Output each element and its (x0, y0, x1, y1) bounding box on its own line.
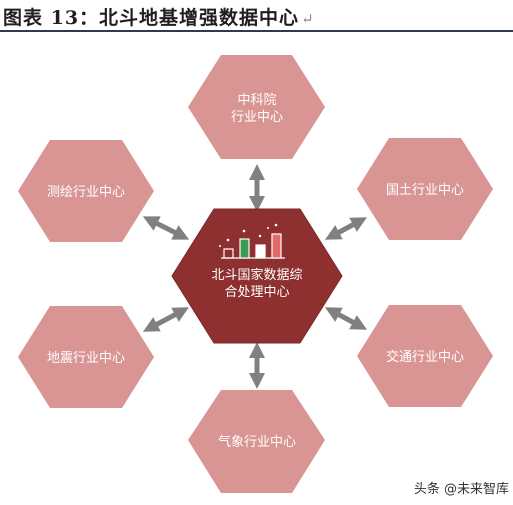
node-top-label-line2: 行业中心 (231, 110, 283, 125)
node-bottom-hexagon (188, 390, 325, 493)
node-center: 北斗国家数据综 合处理中心 (171, 208, 343, 344)
node-top-label-line1: 中科院 (237, 93, 276, 108)
arrow-lower-right (324, 307, 368, 330)
center-label-line2: 合处理中心 (224, 285, 289, 300)
figure-title-text: 图表 13：北斗地基增强数据中心 (3, 7, 300, 29)
connectors (142, 163, 368, 390)
node-upper-left-label: 测绘行业中心 (47, 185, 125, 200)
bar-chart-icon (219, 223, 285, 259)
node-upper-right-label: 国土行业中心 (386, 183, 464, 198)
node-lower-right-hexagon (357, 305, 493, 407)
figure-title: 图表 13：北斗地基增强数据中心↵ (3, 3, 315, 30)
return-mark-icon: ↵ (301, 10, 315, 28)
node-upper-left: 测绘行业中心 (18, 140, 154, 242)
center-hexagon (171, 208, 343, 344)
node-upper-left-hexagon (18, 140, 154, 242)
node-upper-right: 国土行业中心 (357, 138, 493, 240)
node-lower-right: 交通行业中心 (357, 305, 493, 407)
node-lower-left: 地震行业中心 (18, 306, 154, 408)
figure-title-bar: 图表 13：北斗地基增强数据中心↵ (0, 0, 513, 32)
arrow-lower-left (142, 307, 190, 332)
arrow-upper-right (324, 217, 368, 240)
node-lower-right-label: 交通行业中心 (386, 349, 464, 365)
watermark-text: 头条 @未来智库 (413, 482, 509, 497)
node-upper-right-hexagon (357, 138, 493, 240)
node-lower-left-hexagon (18, 306, 154, 408)
node-bottom: 气象行业中心 (188, 390, 325, 493)
center-label-line1: 北斗国家数据综 (211, 267, 302, 283)
node-lower-left-label: 地震行业中心 (47, 351, 125, 366)
node-bottom-label: 气象行业中心 (218, 434, 296, 450)
watermark: 头条 @未来智库 (414, 478, 509, 497)
node-top: 中科院 行业中心 (188, 55, 325, 159)
node-top-hexagon (188, 55, 325, 159)
arrow-upper-left (142, 216, 190, 240)
